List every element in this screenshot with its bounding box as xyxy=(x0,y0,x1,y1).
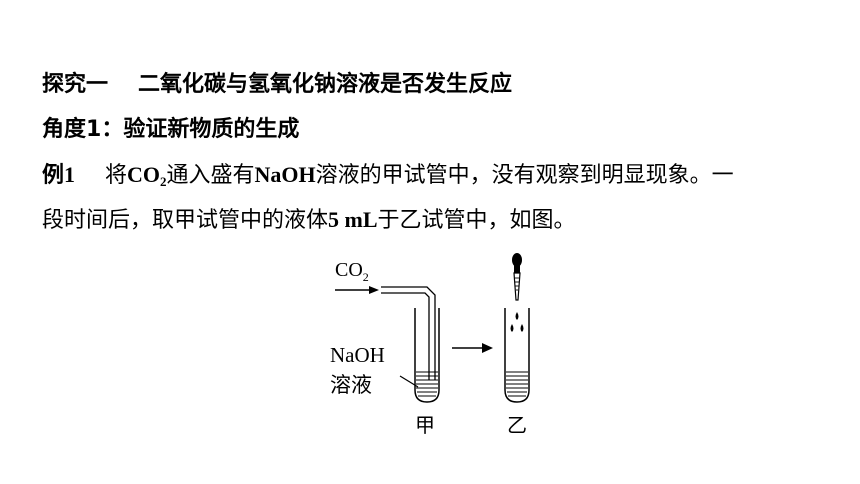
tube-jia-label: 甲 xyxy=(415,415,435,437)
dropper-pipe xyxy=(513,272,521,301)
drop-1 xyxy=(515,312,519,320)
transfer-arrow-head xyxy=(482,343,493,353)
example-text-1b: 通入盛有 xyxy=(166,163,255,188)
delivery-tube-inner xyxy=(381,292,430,380)
co2-subscript: 2 xyxy=(160,174,167,189)
example-text-2a: 段时间后，取甲试管中的液体 xyxy=(42,208,329,233)
tube-yi-label: 乙 xyxy=(507,415,527,437)
example-text-1c: 溶液的甲试管中，没有观察到明显现象。一 xyxy=(315,163,734,188)
section-heading: 探究一 二氧化碳与氢氧化钠溶液是否发生反应 xyxy=(42,70,512,100)
tube-jia xyxy=(414,308,440,403)
naoh-formula: NaOH xyxy=(254,162,316,187)
example-line-1: 例1 将CO2通入盛有NaOH溶液的甲试管中，没有观察到明显现象。一 xyxy=(42,160,734,197)
example-text-2b: 于乙试管中，如图。 xyxy=(377,208,576,233)
drop-3 xyxy=(520,324,524,332)
co2-main: CO xyxy=(127,162,161,187)
figure-solution-label: 溶液 xyxy=(330,373,372,397)
example-label: 例1 xyxy=(42,162,76,187)
dropper-neck xyxy=(514,265,520,273)
drop-2 xyxy=(510,324,514,332)
naoh-pointer-line xyxy=(399,375,419,388)
section-title: 二氧化碳与氢氧化钠溶液是否发生反应 xyxy=(138,72,513,97)
example-line-2: 段时间后，取甲试管中的液体5 mL于乙试管中，如图。 xyxy=(42,205,576,236)
figure-co2-label: CO2 xyxy=(335,259,369,284)
delivery-tube-outer xyxy=(381,286,436,380)
angle-label: 角度1 xyxy=(42,117,102,142)
dropper-bulb xyxy=(512,253,522,267)
dropper-pipe-liquid xyxy=(515,277,519,291)
angle-colon: ： xyxy=(101,117,124,142)
figure-naoh-label: NaOH xyxy=(330,343,385,367)
tube-jia-liquid xyxy=(416,371,438,397)
gas-arrow-head xyxy=(369,286,379,294)
angle-title: 验证新物质的生成 xyxy=(123,117,300,142)
co2-formula: CO2 xyxy=(127,162,167,189)
tube-yi xyxy=(504,308,530,403)
tube-yi-liquid xyxy=(506,371,528,397)
example-text-1a: 将 xyxy=(105,163,128,188)
volume-value: 5 mL xyxy=(328,207,378,232)
experiment-figure: CO2 NaOH 溶液 甲 乙 xyxy=(330,253,530,437)
angle-heading: 角度1：验证新物质的生成 xyxy=(42,115,299,145)
section-label: 探究一 xyxy=(42,72,109,97)
